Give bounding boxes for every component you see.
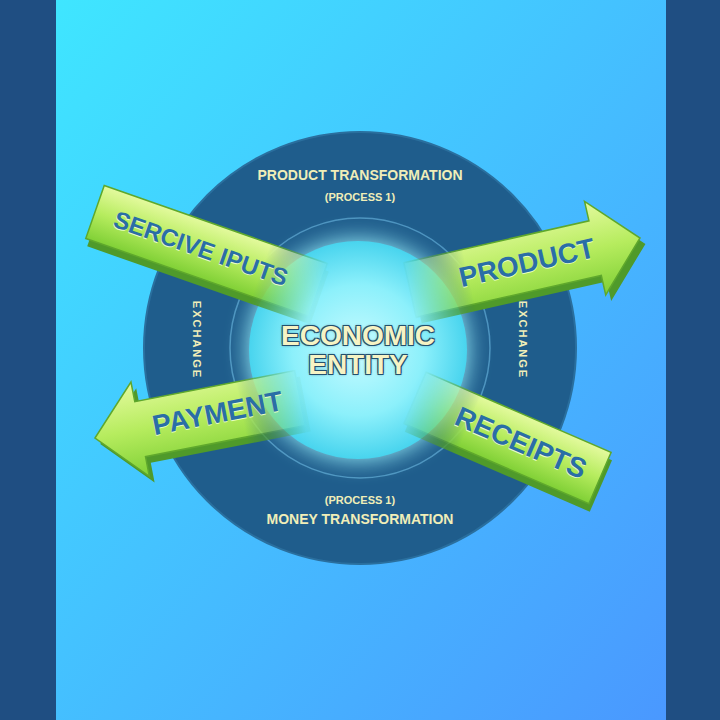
process-number: (PROCESS 1) xyxy=(325,494,395,506)
arrow-face xyxy=(399,191,650,337)
arrow-body xyxy=(83,186,331,325)
outer-disc xyxy=(144,132,576,564)
exchange-label: EXCHANGE xyxy=(517,301,529,379)
transformation-disc: ECONOMIC ENTITYPRODUCT TRANSFORMATION(PR… xyxy=(143,131,577,565)
arrow-face xyxy=(404,372,611,503)
arrow-body xyxy=(399,190,656,343)
center-panel xyxy=(56,0,666,720)
process-title: PRODUCT TRANSFORMATION xyxy=(257,168,462,183)
arrow-body xyxy=(86,350,315,492)
process-number: (PROCESS 1) xyxy=(325,191,395,203)
exchange-label: EXCHANGE xyxy=(191,301,203,379)
arrow-body xyxy=(401,372,615,511)
process-title: MONEY TRANSFORMATION xyxy=(267,512,454,527)
arrow-face xyxy=(86,351,309,485)
arrow-face xyxy=(86,186,327,317)
